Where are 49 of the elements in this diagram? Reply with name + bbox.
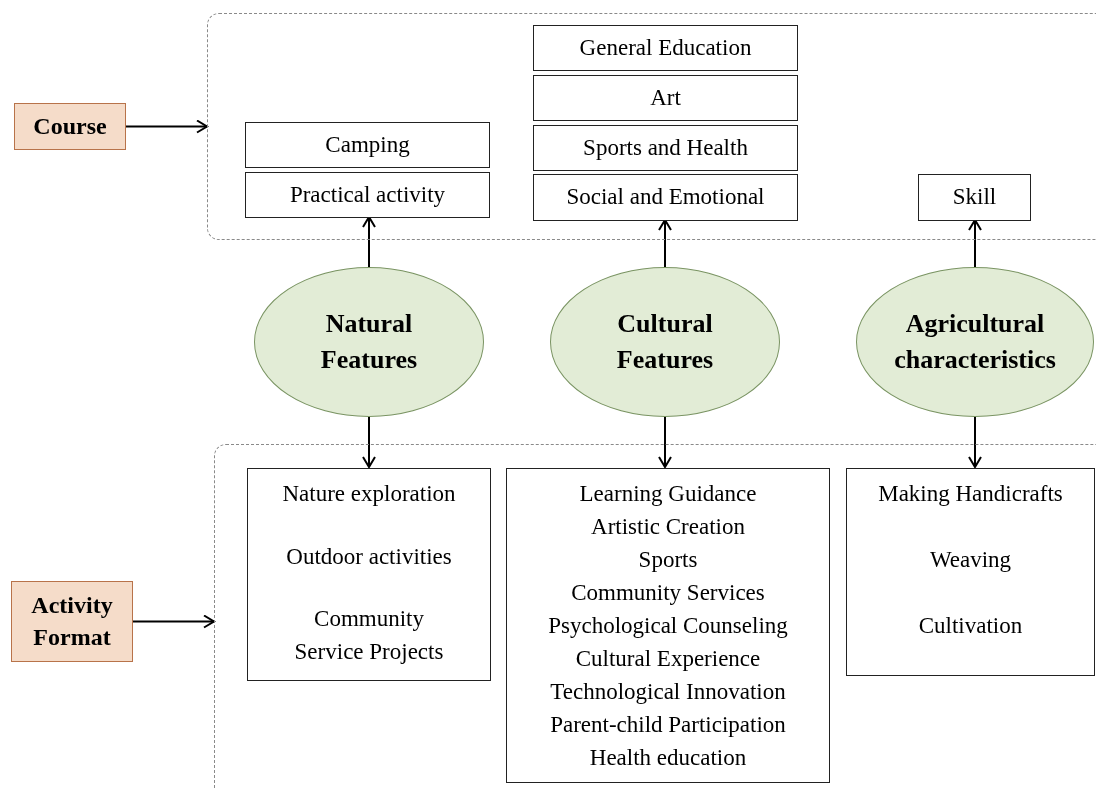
course-box <box>533 25 798 71</box>
activity-box <box>247 468 491 681</box>
node-text: Agricultural characteristics <box>893 307 1057 376</box>
course-box <box>918 174 1031 221</box>
activity-box <box>506 468 830 783</box>
node-text: Weaving <box>929 546 1012 574</box>
dashed-group-box <box>207 13 1096 240</box>
node-text: Nature exploration <box>282 480 456 508</box>
arrow <box>968 416 982 468</box>
node-text: Activity Format <box>30 591 114 652</box>
course-box <box>533 125 798 171</box>
node-text: Community Service Projects <box>293 605 445 666</box>
node-text: Skill <box>952 183 997 212</box>
activity-box <box>846 468 1095 676</box>
node-text: Cultivation <box>918 612 1023 640</box>
category-box <box>11 581 133 662</box>
node-text: General Education <box>579 33 752 62</box>
arrow <box>658 219 672 268</box>
node-text: Artistic Creation <box>591 513 745 541</box>
node-text: Course <box>33 111 107 141</box>
node-text: Practical activity <box>289 180 446 209</box>
course-box <box>533 174 798 221</box>
node-text: Art <box>650 83 681 112</box>
arrow <box>658 416 672 468</box>
dashed-group-box <box>214 444 1096 789</box>
node-text: Cultural Experience <box>575 645 761 673</box>
arrow <box>362 416 376 468</box>
node-text: Sports and Health <box>583 133 748 162</box>
node-text: Learning Guidance <box>579 480 757 508</box>
node-text: Social and Emotional <box>566 183 765 212</box>
node-text: Cultural Features <box>615 307 715 376</box>
node-text: Community Services <box>571 579 765 607</box>
course-box <box>245 122 490 168</box>
course-box <box>533 75 798 121</box>
category-box <box>14 103 126 150</box>
node-text: Camping <box>325 130 410 159</box>
node-text: Parent-child Participation <box>550 711 786 739</box>
node-text: Health education <box>589 744 747 772</box>
node-text: Making Handicrafts <box>878 480 1063 508</box>
node-text: Technological Innovation <box>550 678 786 706</box>
course-box <box>245 172 490 218</box>
arrow <box>362 216 376 268</box>
arrow <box>968 219 982 268</box>
arrow <box>125 119 208 134</box>
node-text: Outdoor activities <box>286 542 452 571</box>
arrow <box>132 614 215 629</box>
node-text: Sports <box>638 546 698 574</box>
node-text: Psychological Counseling <box>548 612 788 640</box>
node-text: Natural Features <box>319 307 419 376</box>
